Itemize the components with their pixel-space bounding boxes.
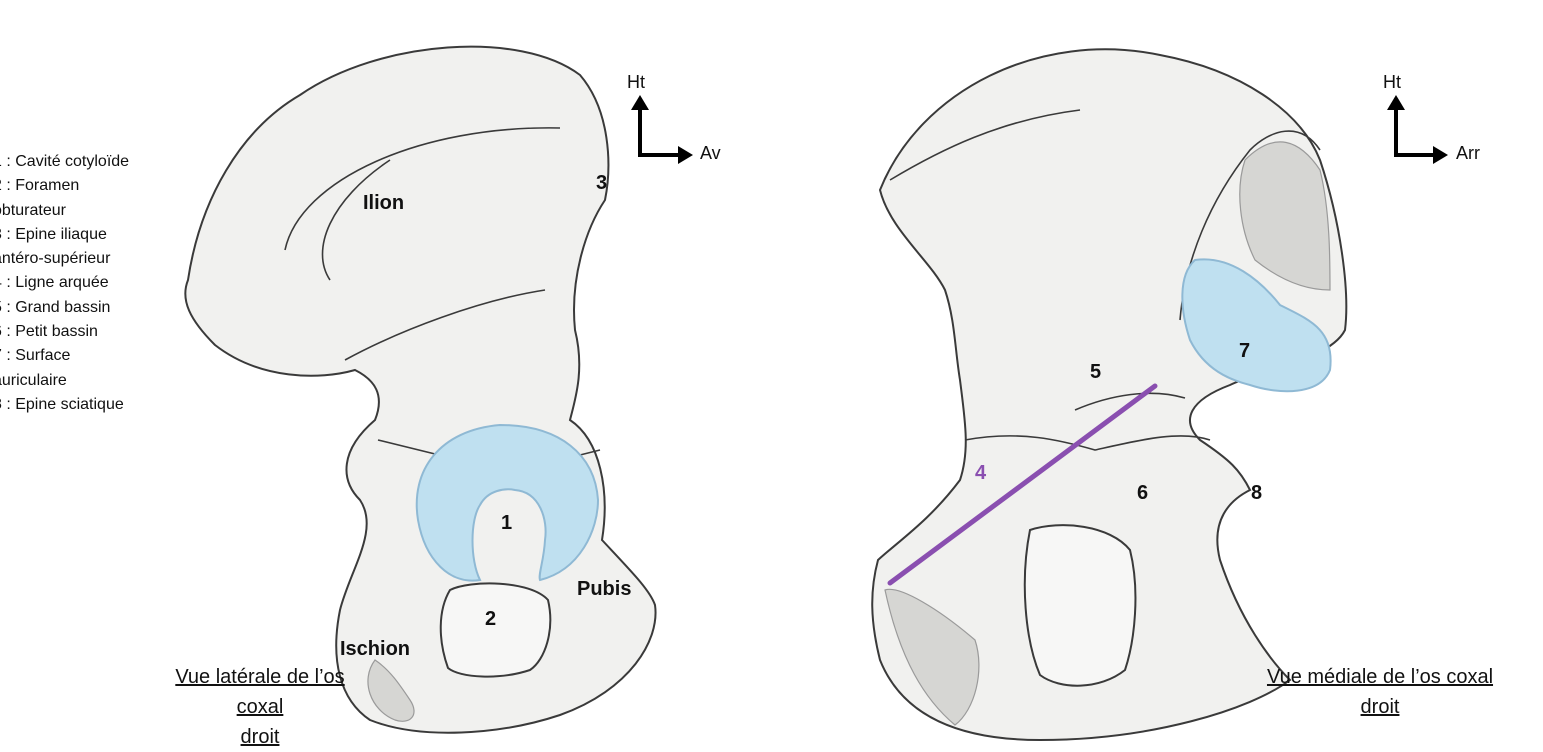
- medial-up-arrowhead: [1387, 95, 1405, 110]
- lateral-side-arrowhead: [678, 146, 693, 164]
- medial-orientation-side-label: Arr: [1456, 143, 1480, 164]
- lateral-caption-line-2: droit: [160, 722, 360, 752]
- medial-orientation-arrows: [1387, 95, 1448, 164]
- medial-obturator-foramen: [1025, 525, 1136, 686]
- label-number-2: 2: [485, 608, 496, 631]
- legend-item: auriculaire: [0, 369, 210, 393]
- legend-item: 3 : Epine iliaque: [0, 223, 210, 247]
- legend-item: obturateur: [0, 199, 210, 223]
- medial-orientation-up-label: Ht: [1383, 72, 1401, 93]
- lateral-orientation-arrows: [631, 95, 693, 164]
- legend-item: 4 : Ligne arquée: [0, 271, 210, 295]
- label-number-3: 3: [596, 172, 607, 195]
- lateral-caption: Vue latérale de l’os coxal droit: [160, 662, 360, 752]
- label-number-7: 7: [1239, 340, 1250, 363]
- legend-item: 2 : Foramen: [0, 174, 210, 198]
- lateral-bone-outline: [185, 47, 655, 733]
- medial-caption-line-2: droit: [1230, 692, 1530, 722]
- label-number-4: 4: [975, 462, 986, 485]
- legend-item: 6 : Petit bassin: [0, 320, 210, 344]
- medial-caption-line-1: Vue médiale de l’os coxal: [1230, 662, 1530, 692]
- label-number-1: 1: [501, 512, 512, 535]
- label-number-6: 6: [1137, 482, 1148, 505]
- legend-item: antéro-supérieur: [0, 247, 210, 271]
- legend-item: 7 : Surface: [0, 344, 210, 368]
- label-ilion: Ilion: [363, 192, 404, 215]
- label-ischion: Ischion: [340, 638, 410, 661]
- label-number-8: 8: [1251, 482, 1262, 505]
- lateral-view-drawing: [185, 47, 655, 733]
- legend-item: 8 : Epine sciatique: [0, 393, 210, 417]
- medial-side-arrowhead: [1433, 146, 1448, 164]
- lateral-orientation-up-label: Ht: [627, 72, 645, 93]
- label-pubis: Pubis: [577, 578, 631, 601]
- lateral-caption-line-1: Vue latérale de l’os coxal: [160, 662, 360, 722]
- legend-item: 5 : Grand bassin: [0, 296, 210, 320]
- medial-view-drawing: [872, 49, 1346, 740]
- lateral-orientation-side-label: Av: [700, 143, 721, 164]
- lateral-up-arrowhead: [631, 95, 649, 110]
- medial-caption: Vue médiale de l’os coxal droit: [1230, 662, 1530, 722]
- legend: 1 : Cavité cotyloïde 2 : Foramen obturat…: [0, 150, 210, 417]
- legend-item: 1 : Cavité cotyloïde: [0, 150, 210, 174]
- label-number-5: 5: [1090, 361, 1101, 384]
